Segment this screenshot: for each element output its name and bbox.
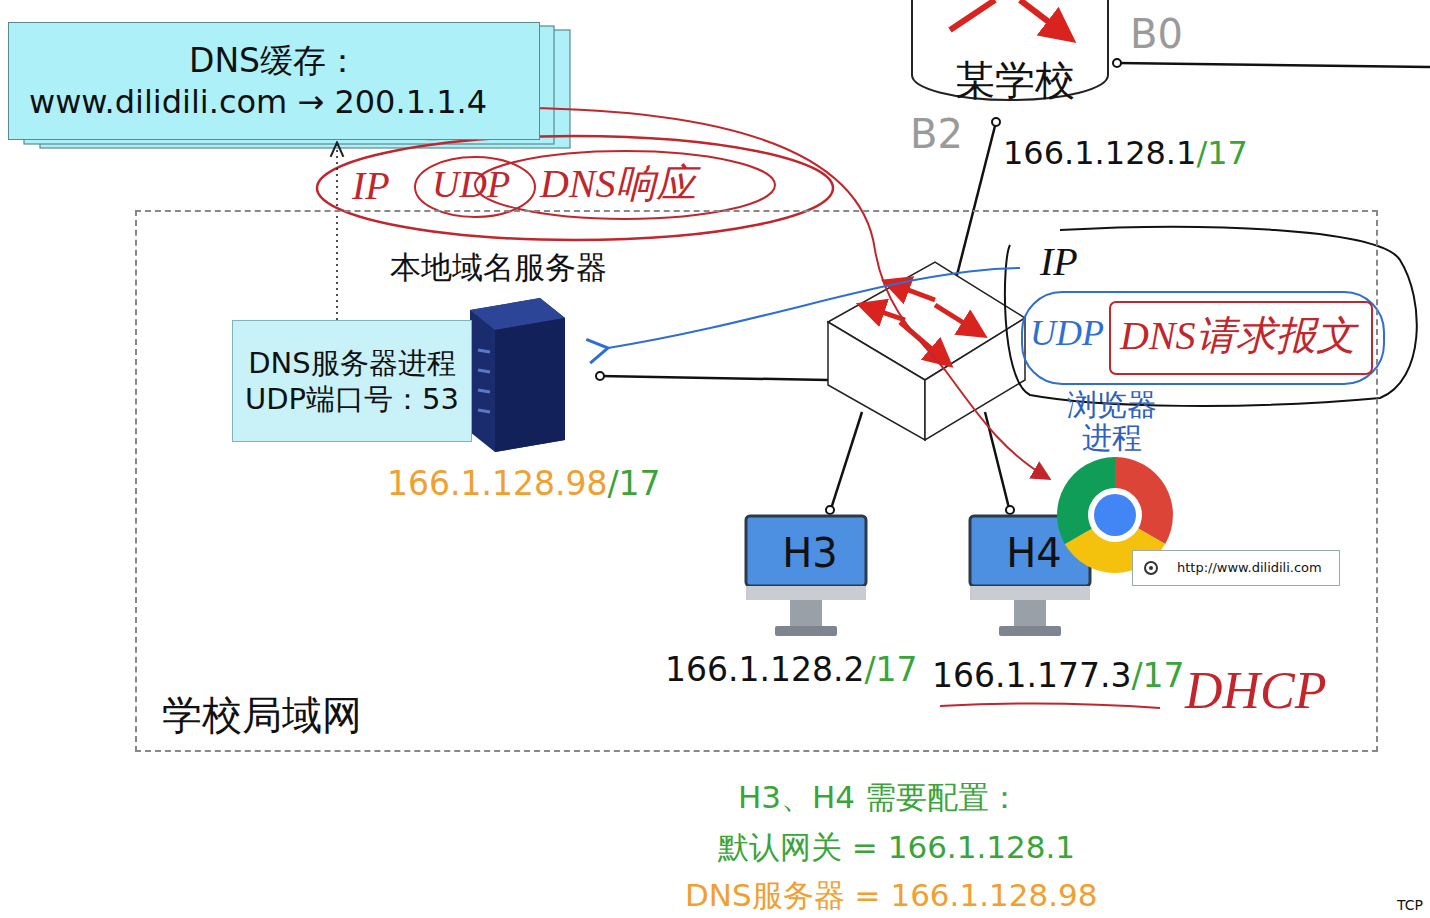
- handwriting-mark: [20, 67, 1417, 708]
- config-note: H3、H4 需要配置：: [738, 780, 1020, 814]
- node-text: H3: [757, 528, 863, 578]
- handwritten-note: UDP: [1030, 314, 1104, 354]
- prefix-length: /17: [607, 466, 660, 502]
- server-label: 本地域名服务器: [390, 250, 607, 284]
- handwritten-note: DNS请求报文: [1120, 314, 1356, 358]
- router-label-box: 某学校: [915, 50, 1114, 110]
- node-text: DNS缓存：: [15, 40, 533, 81]
- node-text: DNS服务器进程: [239, 345, 465, 381]
- switch-symbol: [828, 262, 1025, 440]
- node-text: 学校局域网: [162, 690, 362, 740]
- node-text: UDP端口号：53: [239, 381, 465, 417]
- host-screen: H3: [751, 521, 869, 585]
- node-text: H4: [981, 528, 1087, 578]
- handwritten-note: IP: [352, 164, 390, 208]
- monitor-icon: [746, 516, 866, 636]
- url-bar: http://www.dilidili.com: [1132, 550, 1340, 586]
- dns-cache-card: DNS缓存：www.dilidili.com → 200.1.1.4: [8, 22, 540, 140]
- ip-address: 166.1.177.3: [932, 658, 1131, 694]
- process-label: 浏览器进程: [1062, 388, 1162, 454]
- cut-text: TCP: [1397, 898, 1423, 913]
- ip-address: 166.1.128.98: [387, 466, 607, 502]
- node-text: 某学校: [921, 55, 1108, 105]
- ip-address: 166.1.128.1: [1003, 136, 1196, 171]
- process-callout: DNS服务器进程UDP端口号：53: [232, 320, 472, 442]
- dotted-arrow: [336, 144, 338, 320]
- server-icon: [470, 298, 565, 452]
- ip-address: 166.1.128.2: [665, 652, 864, 688]
- prefix-length: /17: [1131, 658, 1184, 694]
- prefix-length: /17: [864, 652, 917, 688]
- handwritten-note: DHCP: [1185, 662, 1327, 719]
- host-screen: H4: [975, 521, 1093, 585]
- node-text: www.dilidili.com → 200.1.1.4: [15, 82, 533, 122]
- port-name: B2: [910, 112, 963, 156]
- port-name: B0: [1130, 12, 1183, 56]
- handwritten-note: DNS响应: [540, 162, 696, 206]
- wire: [600, 63, 1430, 512]
- config-note: DNS服务器 = 166.1.128.98: [685, 878, 1098, 912]
- prefix-length: /17: [1196, 136, 1248, 171]
- node-text: http://www.dilidili.com: [1139, 560, 1333, 576]
- handwritten-note: UDP: [432, 164, 510, 206]
- handwritten-note: IP: [1040, 240, 1078, 284]
- lock-icon: [1143, 560, 1159, 576]
- config-note: 默认网关 = 166.1.128.1: [718, 830, 1075, 864]
